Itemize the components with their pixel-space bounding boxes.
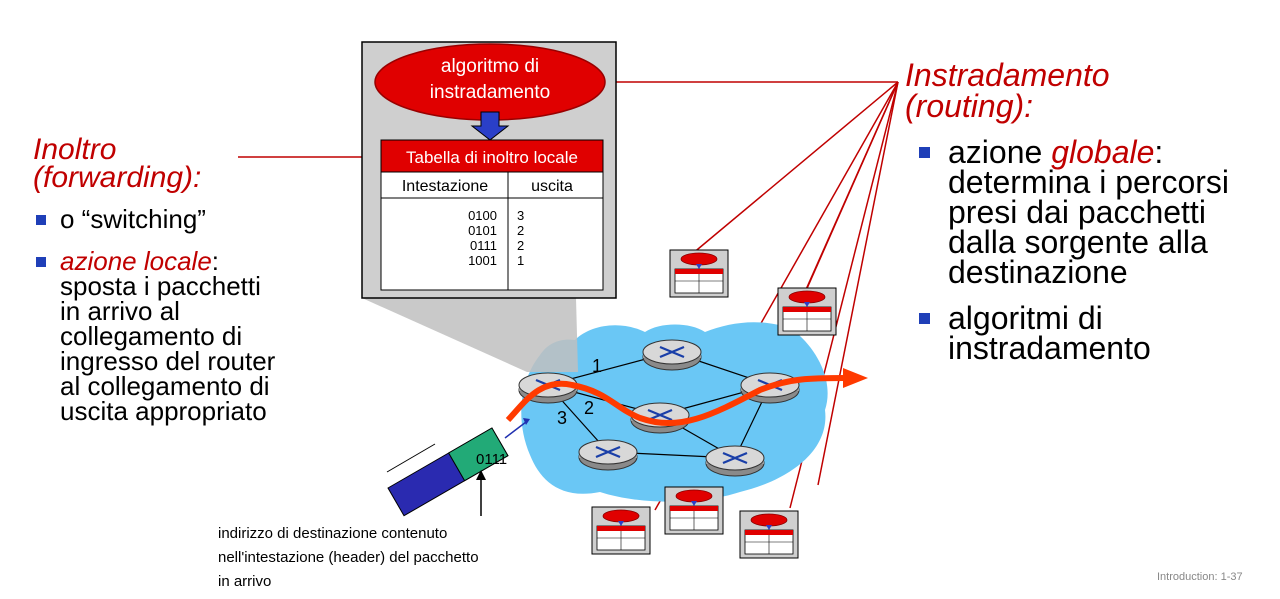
forwarding-heading-line1: Inoltro — [33, 133, 117, 166]
table-row-header: 1001 — [468, 253, 497, 268]
packet-path-arrow — [505, 375, 846, 427]
caption-line: in arrivo — [218, 573, 272, 590]
table-title: Tabella di inoltro locale — [406, 148, 578, 167]
bullet-square-icon — [919, 313, 930, 324]
caption-line: indirizzo di destinazione contenuto — [218, 525, 448, 542]
forwarding-table — [380, 139, 604, 291]
forwarding-heading: Inoltro (forwarding): — [33, 133, 202, 194]
mini-forwarding-tables — [591, 249, 837, 559]
routing-bullet-1-line: determina i percorsi — [948, 164, 1229, 200]
port-label-1: 1 — [592, 356, 602, 376]
forwarding-bullet-2-line: al collegamento di — [60, 371, 270, 401]
forwarding-bullet-2-line: in arrivo al — [60, 296, 180, 326]
mini-table-icon — [664, 486, 724, 535]
forwarding-bullet-2-line: collegamento di — [60, 321, 243, 351]
mini-table-icon — [669, 249, 729, 298]
mini-table-icon — [777, 287, 837, 336]
algo-label-line2: instradamento — [430, 82, 550, 103]
routing-leader-lines — [598, 81, 899, 511]
router-icon — [705, 445, 765, 477]
ingress-arrow — [504, 421, 527, 439]
routing-heading-line2: (routing): — [905, 88, 1034, 124]
caption-line: nell'intestazione (header) del pacchetto — [218, 549, 479, 566]
routing-heading-line1: Instradamento — [905, 57, 1110, 93]
packet-header-label: 0111 — [476, 451, 507, 468]
router-icon — [642, 339, 702, 371]
table-row-header: 0101 — [468, 223, 497, 238]
table-row-output: 2 — [517, 223, 524, 238]
routing-heading: Instradamento (routing): — [905, 57, 1110, 124]
packet — [387, 427, 509, 517]
table-row-output: 1 — [517, 253, 524, 268]
table-row-output: 3 — [517, 208, 524, 223]
header-caption: indirizzo di destinazione contenuto nell'… — [218, 522, 479, 594]
algo-label-line1: algoritmo di — [441, 56, 539, 77]
packet-tail-line — [386, 443, 436, 473]
table-rows: 0100 3 0101 2 0111 2 1001 1 — [468, 208, 524, 268]
table-col-output: uscita — [531, 178, 573, 195]
routing-bullet-1-colon: : — [1154, 134, 1164, 170]
bullet-square-icon — [36, 257, 46, 267]
forwarding-bullet-2-em: azione locale — [60, 246, 212, 276]
table-row-header: 0111 — [470, 238, 497, 253]
packet-path-arrowhead — [843, 368, 868, 388]
forwarding-heading-line2: (forwarding): — [33, 161, 202, 194]
down-arrow-icon — [470, 111, 510, 141]
routing-bullet-1-line: presi dai pacchetti — [948, 194, 1206, 230]
table-row-header: 0100 — [468, 208, 497, 223]
routing-bullet-1-pre: azione — [948, 134, 1052, 170]
forwarding-bullet-2-line: uscita appropriato — [60, 396, 267, 426]
routing-bullet-1-line: destinazione — [948, 254, 1128, 290]
routing-bullet-1-em: globale — [1051, 134, 1155, 170]
forwarding-bullet-1: o “switching” — [36, 204, 336, 234]
router-icon — [578, 439, 638, 471]
table-row-output: 2 — [517, 238, 524, 253]
routing-bullet-2-line: algoritmi di — [948, 300, 1103, 336]
forwarding-bullet-1-text: o “switching” — [60, 204, 206, 234]
mini-table-icon — [739, 510, 799, 559]
port-label-3: 3 — [557, 408, 567, 428]
ingress-arrowhead — [523, 418, 530, 425]
forwarding-bullet-2-colon: : — [211, 246, 220, 276]
caption-pointer-head — [476, 470, 486, 480]
slide-footer: Introduction: 1-37 — [1157, 571, 1243, 583]
forwarding-bullet-2-line: ingresso del router — [60, 346, 276, 376]
table-col-header: Intestazione — [402, 178, 488, 195]
port-label-2: 2 — [584, 398, 594, 418]
bullet-square-icon — [36, 215, 46, 225]
routing-bullet-2-line: instradamento — [948, 330, 1151, 366]
bullet-square-icon — [919, 147, 930, 158]
mini-table-icon — [591, 506, 651, 555]
routing-bullet-1-line: dalla sorgente alla — [948, 224, 1208, 260]
forwarding-bullet-2-line: sposta i pacchetti — [60, 271, 261, 301]
